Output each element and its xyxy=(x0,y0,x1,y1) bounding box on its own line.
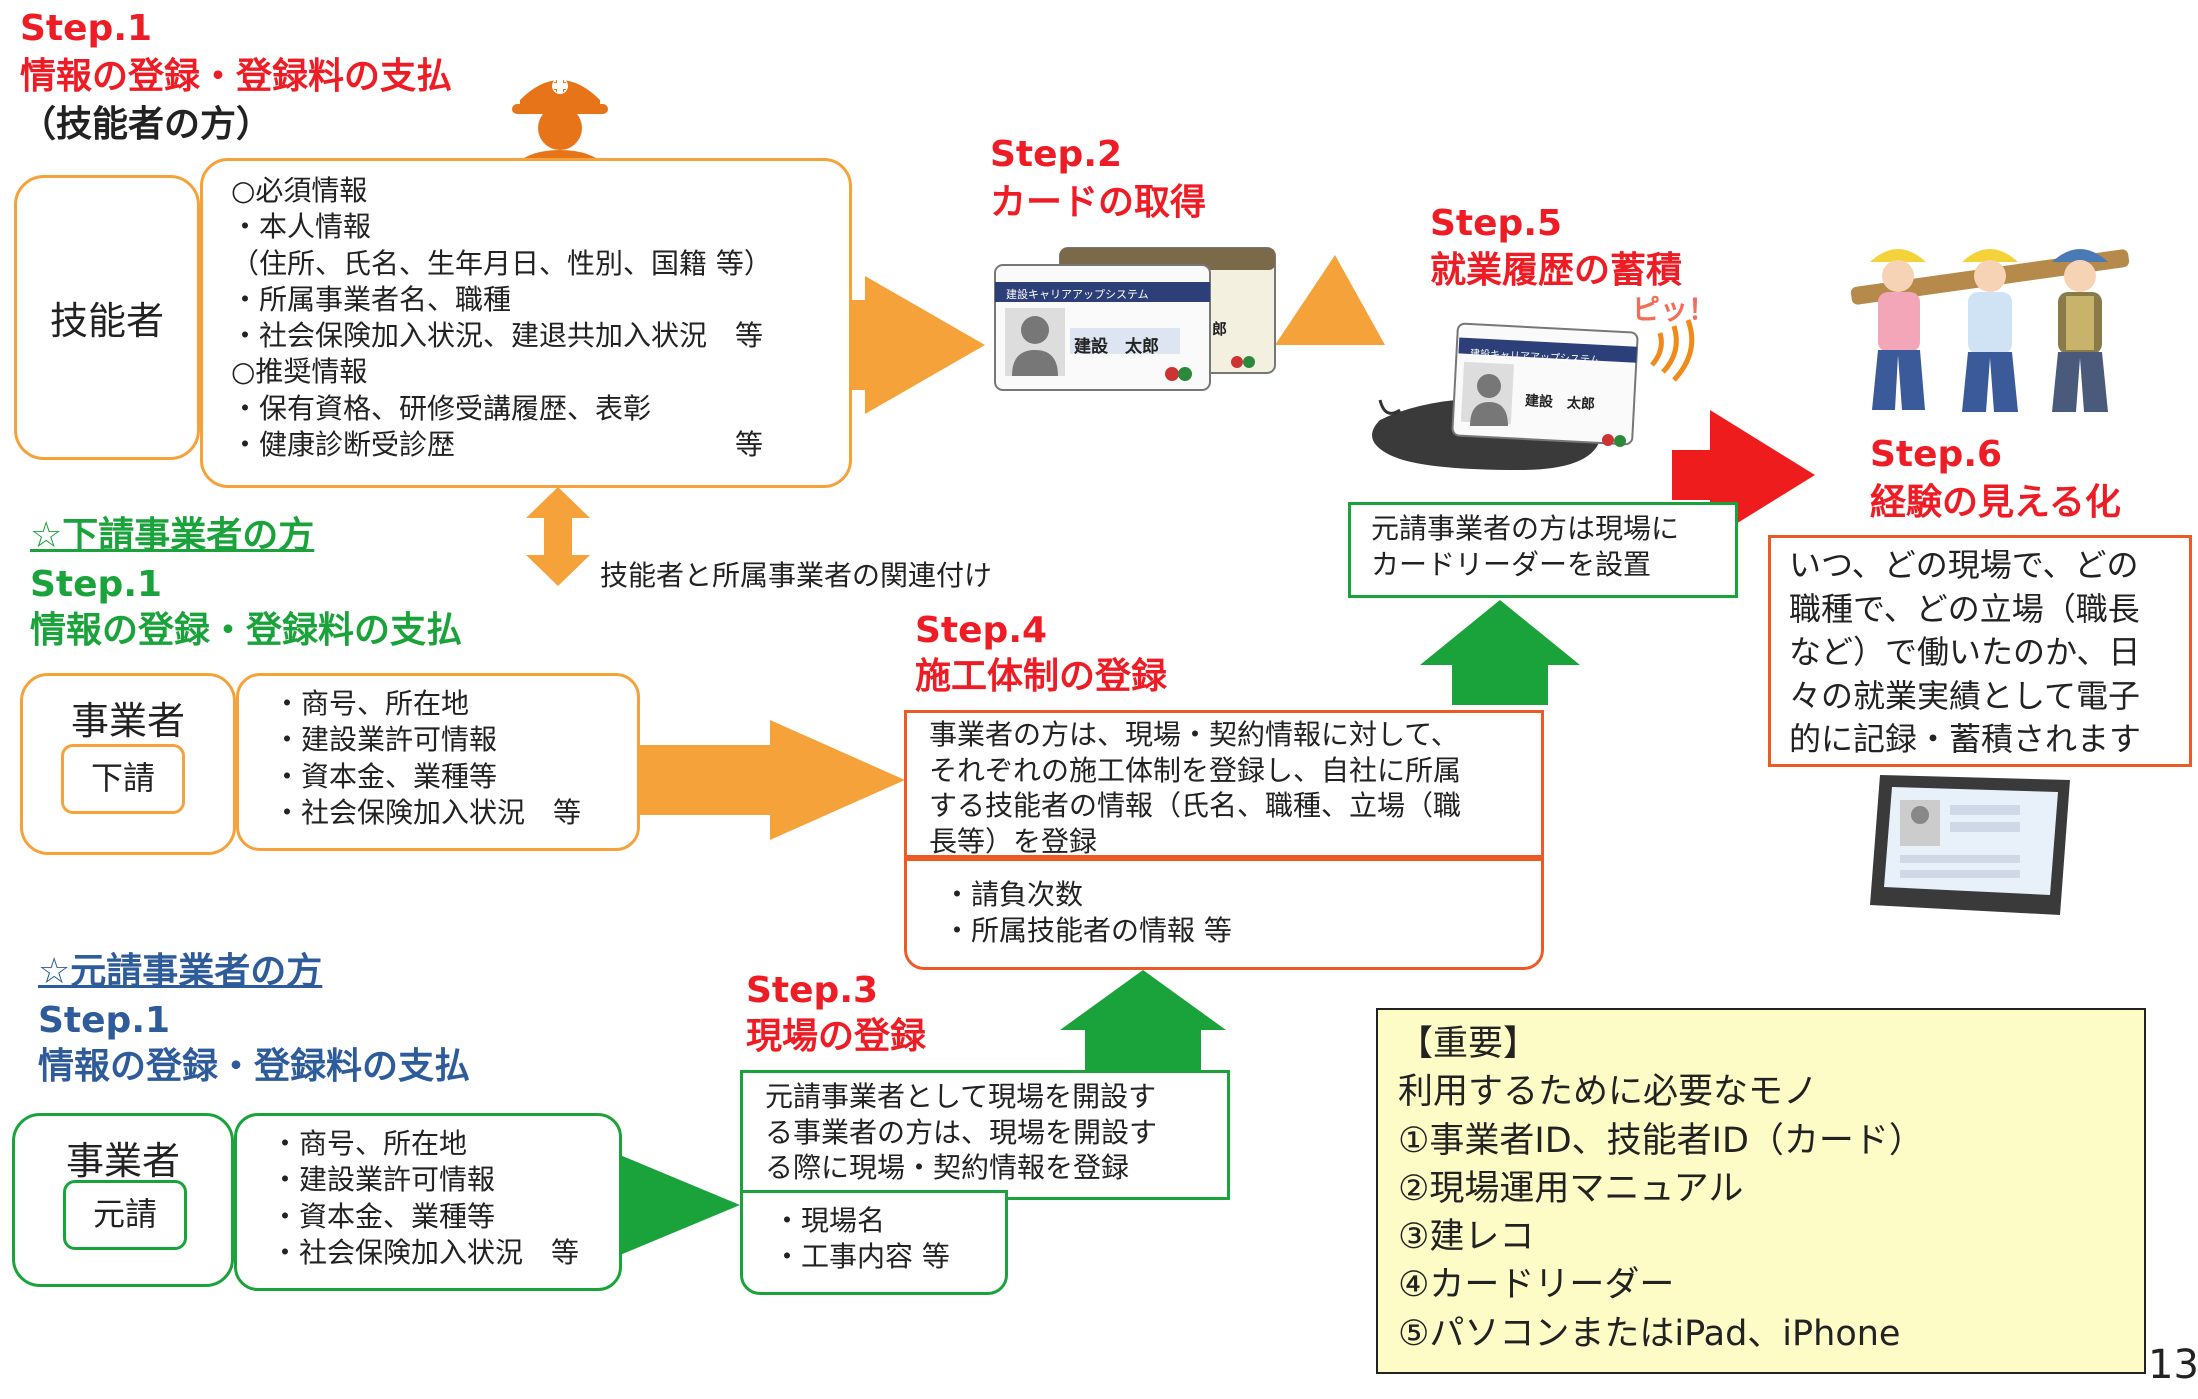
worker-info-line: ○必須情報 xyxy=(231,174,368,207)
step6-desc-box: いつ、どの現場で、どの 職種で、どの立場（職長 など）で働いたのか、日 々の就業… xyxy=(1768,535,2192,767)
worker-info-box: ○必須情報 ・本人情報 （住所、氏名、生年月日、性別、国籍 等） ・所属事業者名… xyxy=(200,158,852,488)
step5-title: 就業履歴の蓄積 xyxy=(1430,250,1683,291)
step2-card-name-back: 郎 xyxy=(1212,320,1228,338)
step3-items-box: ・現場名 ・工事内容 等 xyxy=(740,1190,1008,1295)
prime-info-box: ・商号、所在地 ・建設業許可情報 ・資本金、業種等 ・社会保険加入状況 等 xyxy=(234,1113,622,1291)
step4-desc-box: 事業者の方は、現場・契約情報に対して、 それぞれの施工体制を登録し、自社に所属 … xyxy=(904,710,1544,858)
prime-info-line: ・建設業許可情報 xyxy=(271,1163,496,1197)
step5-note-line: 元請事業者の方は現場に xyxy=(1371,512,1680,545)
sub-actor-box: 事業者 下請 xyxy=(20,673,236,855)
step6-desc-line: 的に記録・蓄積されます xyxy=(1789,720,2142,759)
step4-desc-line: する技能者の情報（氏名、職種、立場（職 xyxy=(929,789,1462,823)
prime-info-line: ・商号、所在地 xyxy=(271,1127,468,1160)
step2-step: Step.2 xyxy=(990,134,1123,175)
step4-desc-line: それぞれの施工体制を登録し、自社に所属 xyxy=(929,753,1462,787)
important-line: 【重要】 xyxy=(1398,1024,1539,1064)
link-double-arrow xyxy=(526,487,590,586)
important-note-box: 【重要】 利用するために必要なモノ ①事業者ID、技能者ID（カード） ②現場運… xyxy=(1376,1008,2146,1374)
step1-worker-step: Step.1 xyxy=(20,8,153,49)
important-line: ③建レコ xyxy=(1398,1217,1535,1258)
prime-info-line: ・社会保険加入状況 等 xyxy=(271,1236,580,1270)
step4-item: ・請負次数 xyxy=(943,878,1084,911)
prime-info-line: ・資本金、業種等 xyxy=(271,1199,496,1233)
arrow-step4-to-step5 xyxy=(1420,600,1580,705)
worker-info-line: ○推奨情報 xyxy=(231,355,368,389)
step5-step: Step.5 xyxy=(1430,203,1563,244)
step6-desc-line: など）で働いたのか、日 xyxy=(1789,633,2141,672)
step3-desc-box: 元請事業者として現場を開設す る事業者の方は、現場を開設す る際に現場・契約情報… xyxy=(740,1070,1230,1200)
worker-actor-label: 技能者 xyxy=(49,299,164,343)
sub-step: Step.1 xyxy=(30,564,163,605)
step2-title: カードの取得 xyxy=(990,182,1207,223)
prime-title: 情報の登録・登録料の支払 xyxy=(38,1046,471,1087)
step5-beep: ピッ！ xyxy=(1632,293,1717,326)
step4-items-box: ・請負次数 ・所属技能者の情報 等 xyxy=(904,858,1544,970)
step5-note-box: 元請事業者の方は現場に カードリーダーを設置 xyxy=(1348,502,1738,598)
important-line: 利用するために必要なモノ xyxy=(1398,1072,1819,1113)
arrow-card-to-reader xyxy=(1275,255,1385,345)
important-line: ④カードリーダー xyxy=(1398,1265,1675,1306)
sub-role-badge: 下請 xyxy=(61,744,185,814)
worker-actor-box: 技能者 xyxy=(14,175,200,460)
sub-info-box: ・商号、所在地 ・建設業許可情報 ・資本金、業種等 ・社会保険加入状況 等 xyxy=(236,673,640,851)
link-label: 技能者と所属事業者の関連付け xyxy=(600,559,993,592)
tablet-illustration xyxy=(1870,775,2070,915)
arrow-prime-to-step3 xyxy=(620,1155,740,1255)
prime-actor-label: 事業者 xyxy=(65,1139,180,1183)
prime-actor-box: 事業者 元請 xyxy=(12,1113,234,1287)
step3-title: 現場の登録 xyxy=(746,1016,927,1057)
step3-desc-line: る事業者の方は、現場を開設す xyxy=(765,1115,1158,1149)
arrow-step3-to-step4 xyxy=(1060,970,1226,1070)
worker-info-line: ・保有資格、研修受講履歴、表彰 xyxy=(231,391,652,425)
step1-worker-title: 情報の登録・登録料の支払 xyxy=(20,56,453,97)
important-line: ①事業者ID、技能者ID（カード） xyxy=(1398,1120,1924,1161)
worker-info-line: ・健康診断受診歴 等 xyxy=(231,427,764,461)
step3-item: ・現場名 xyxy=(773,1204,886,1237)
important-line: ②現場運用マニュアル xyxy=(1398,1168,1744,1209)
arrow-worker-to-card xyxy=(845,276,985,414)
step6-desc-line: 々の就業実績として電子 xyxy=(1789,676,2141,715)
workers-illustration xyxy=(1850,249,2130,412)
step3-item: ・工事内容 等 xyxy=(773,1240,950,1274)
worker-info-line: ・社会保険加入状況、建退共加入状況 等 xyxy=(231,319,764,352)
sub-info-line: ・建設業許可情報 xyxy=(273,723,498,757)
step2-card-system: 建設キャリアアップシステム xyxy=(1006,288,1149,301)
step6-desc-line: いつ、どの現場で、どの xyxy=(1789,546,2139,584)
step4-item: ・所属技能者の情報 等 xyxy=(943,914,1232,948)
step6-desc-line: 職種で、どの立場（職長 xyxy=(1789,589,2140,628)
step5-card-name: 建設 太郎 xyxy=(1524,393,1596,413)
arrow-sub-to-step4 xyxy=(640,720,905,840)
sub-info-line: ・商号、所在地 xyxy=(273,687,470,720)
prime-heading: ☆元請事業者の方 xyxy=(38,951,323,992)
step2-card-name: 建設 太郎 xyxy=(1074,337,1159,357)
step4-desc-line: 事業者の方は、現場・契約情報に対して、 xyxy=(929,718,1459,751)
arrow-step5-to-step6 xyxy=(1672,410,1815,540)
step6-step: Step.6 xyxy=(1870,434,2003,475)
step1-worker-sub: （技能者の方） xyxy=(20,104,273,145)
worker-info-line: ・本人情報 xyxy=(231,210,372,244)
step3-step: Step.3 xyxy=(746,970,879,1011)
step4-desc-line: 長等）を登録 xyxy=(929,825,1098,859)
step3-desc-line: 元請事業者として現場を開設す xyxy=(765,1080,1157,1113)
card-illustration xyxy=(994,247,1276,391)
prime-role-badge: 元請 xyxy=(63,1180,187,1250)
sub-actor-label: 事業者 xyxy=(70,699,185,743)
worker-info-line: （住所、氏名、生年月日、性別、国籍 等） xyxy=(231,246,772,280)
step4-title: 施工体制の登録 xyxy=(915,656,1168,697)
prime-step: Step.1 xyxy=(38,1000,171,1041)
important-line: ⑤パソコンまたはiPad、iPhone xyxy=(1398,1313,1901,1354)
page-number: 13 xyxy=(2148,1342,2198,1388)
sub-info-line: ・資本金、業種等 xyxy=(273,759,498,793)
step6-title: 経験の見える化 xyxy=(1870,482,2121,523)
step3-desc-line: る際に現場・契約情報を登録 xyxy=(765,1151,1130,1185)
sub-heading: ☆下請事業者の方 xyxy=(30,515,315,556)
sub-title: 情報の登録・登録料の支払 xyxy=(30,610,463,651)
sub-info-line: ・社会保険加入状況 等 xyxy=(273,796,582,830)
step4-step: Step.4 xyxy=(915,610,1048,651)
worker-info-line: ・所属事業者名、職種 xyxy=(231,282,512,316)
step5-note-line: カードリーダーを設置 xyxy=(1371,548,1652,582)
card-reader-illustration xyxy=(1372,319,1695,470)
